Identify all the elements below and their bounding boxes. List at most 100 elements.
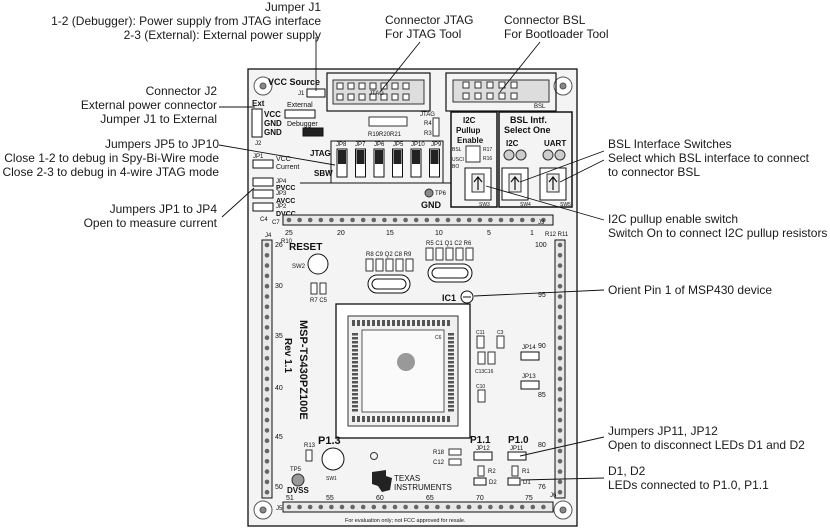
sw4-arrow-icon [510,176,520,190]
bsl-intf-2: Select One [504,125,551,135]
c12-part [448,458,462,466]
header-pin [557,294,563,299]
r18-part [448,448,462,456]
j3-ref: J3 [538,220,545,226]
r16-r17-parts [465,145,481,163]
bsl-intf-box [498,111,573,208]
header-pin [557,407,563,413]
socket-pin [407,416,410,422]
left-pin-40: 40 [275,385,283,392]
bottom-pin-70: 70 [476,495,484,502]
annotation-jtag: Connector JTAG For JTAG Tool [385,13,473,41]
socket-pin [448,361,454,364]
header-pin [264,417,270,423]
header-pin [424,217,430,223]
header-pin [371,504,377,510]
jp5-jp10-jumpers [336,148,440,178]
header-pin [557,428,563,433]
socket-pin [352,377,358,380]
r7-part [310,282,318,295]
i2c-label: I2C [506,139,519,148]
header-pin [297,217,302,223]
socket-pin [352,349,358,352]
socket-pin [352,369,358,372]
header-pin [339,217,345,223]
socket-pin [362,320,365,326]
dvss-label: DVSS [287,486,309,495]
jp11-12-desc: Open to disconnect LEDs D1 and D2 [608,438,805,452]
sw1-ref: SW1 [326,476,337,482]
header-pin [445,504,451,510]
c5-part [319,282,327,295]
header-pin [403,504,408,510]
crystal-q1 [427,263,473,283]
left-pin-45: 45 [275,434,283,441]
header-pin [264,263,270,268]
pcb-outline [247,68,578,527]
socket-pin [387,320,390,326]
r2-part [477,465,485,477]
header-pin [392,217,398,223]
socket-pin [407,320,410,326]
socket-pin [352,353,358,356]
header-bottom-pins [286,504,546,510]
header-pin [264,438,270,444]
right-pin-90: 90 [538,343,546,350]
right-pin-95: 95 [538,292,546,299]
jp11-12-title: Jumpers JP11, JP12 [608,424,718,438]
header-pin [339,504,345,510]
bsl-connector-outline [445,72,557,112]
jtag-title: Connector JTAG [385,13,474,27]
top-pin-15: 15 [386,230,394,237]
annotation-j1: Jumper J1 1-2 (Debugger): Power supply f… [0,0,321,42]
i2c-pullup-1: I2C [463,116,476,125]
jp14-ref: JP14 [522,345,536,351]
header-pin [264,304,270,310]
jp1-4-title: Jumpers JP1 to JP4 [109,202,217,216]
i2c-desc: Switch On to connect I2C pullup resistor… [608,226,828,240]
i2c-pullup-box [450,111,498,208]
jp10-label: JP10 [411,142,425,148]
header-pin [264,448,270,454]
socket-pin [352,416,355,422]
socket-pin [448,353,454,356]
header-pin [297,504,302,510]
jp1-ref: JP1 [253,154,264,160]
socket-pin [397,320,400,326]
ext-label: Ext [252,99,265,108]
socket-pin [448,389,454,392]
r4-ref: R4 [424,121,432,127]
header-pin [264,283,270,289]
socket-pin [442,416,445,422]
top-pin-5: 5 [487,230,491,237]
annotation-jp11-jp12: Jumpers JP11, JP12 Open to disconnect LE… [608,424,805,452]
c12-ref: C12 [433,460,445,466]
header-pin [557,376,563,382]
r17-ref: R17 [483,147,492,153]
socket-pin [417,416,420,422]
header-pin [519,217,525,223]
socket-pin [402,320,405,326]
r5-r6-parts [425,247,474,261]
c7-ref: C7 [272,220,280,226]
socket-pin [442,320,445,326]
i2c-pullup-3: Enable [457,136,484,145]
header-pin [530,504,536,510]
j2-gnd2: GND [264,128,282,137]
socket-pin [377,320,380,326]
socket-pin [447,320,450,326]
reset-button-sw2 [307,253,329,275]
bsl-sw-line1: Select which BSL interface to connect [608,151,809,165]
avcc-label: AVCC [276,198,295,205]
sw5-arrow-icon [548,176,558,190]
jp3-ref: JP3 [276,191,287,197]
socket-pin [448,333,454,336]
jp4-ref: JP4 [276,179,287,185]
debugger-jumper [302,127,324,137]
socket-pin [382,320,385,326]
r5-r6-refs: R5 C1 Q1 C2 R6 [426,241,472,247]
header-pin [264,479,270,485]
header-pin [307,504,313,510]
left-pin-50: 50 [275,484,283,491]
c3-part [496,335,505,349]
